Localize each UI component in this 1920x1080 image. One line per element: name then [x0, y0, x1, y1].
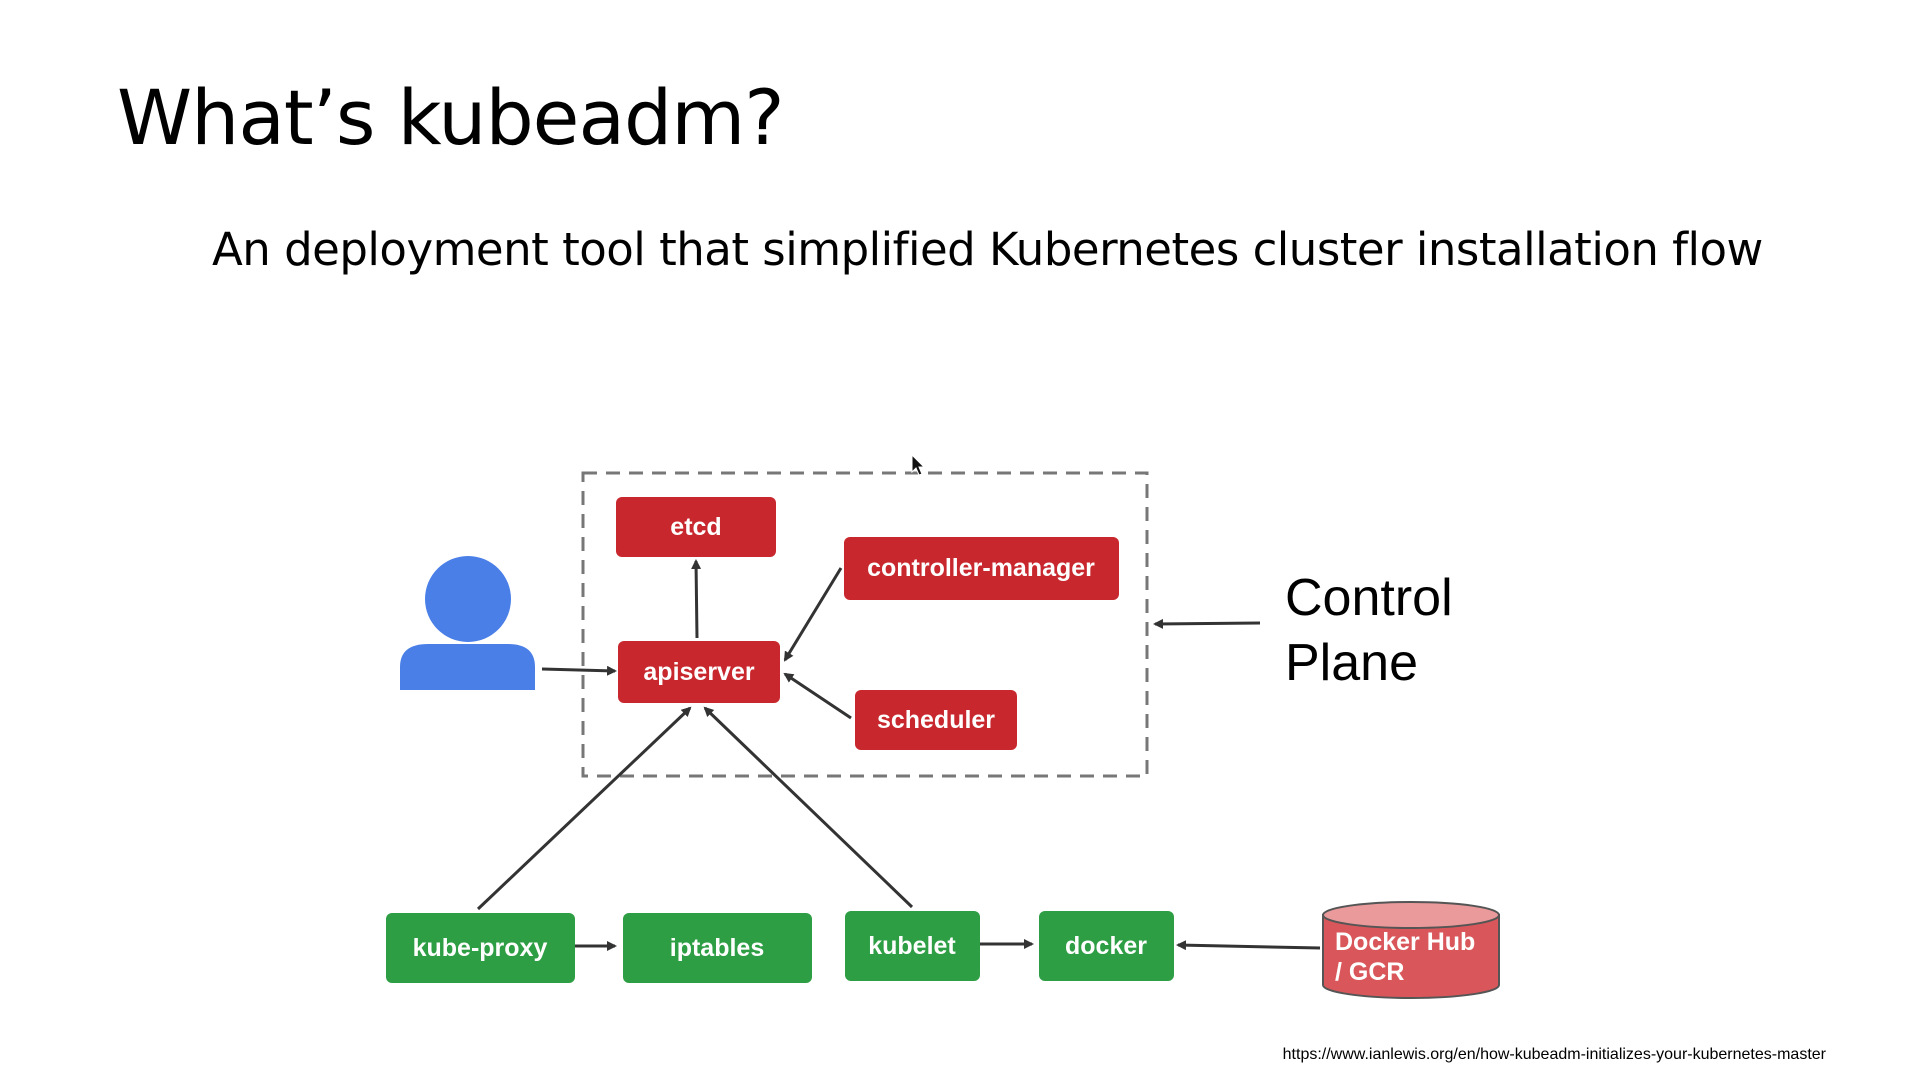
mouse-cursor-icon: [911, 453, 926, 476]
node-controller-manager: controller-manager: [844, 537, 1119, 600]
arrow-scheduler-to-apiserver: [783, 672, 852, 720]
arrow-kube-proxy-to-apiserver: [476, 706, 692, 911]
node-scheduler: scheduler: [855, 690, 1017, 750]
arrow-registry-to-docker: [1176, 940, 1321, 951]
registry-cylinder: Docker Hub / GCR: [1322, 901, 1500, 999]
connectors: [476, 559, 1321, 951]
node-iptables: iptables: [623, 913, 812, 983]
node-docker: docker: [1039, 911, 1174, 981]
node-docker-label: docker: [1065, 932, 1147, 960]
node-controller-manager-label: controller-manager: [867, 554, 1095, 582]
node-kube-proxy-label: kube-proxy: [413, 934, 548, 962]
registry-label-line-2: / GCR: [1335, 958, 1404, 986]
user-icon: [400, 556, 535, 690]
control-plane-boundary: [581, 471, 1149, 778]
arrow-user-to-apiserver: [541, 665, 617, 676]
node-scheduler-label: scheduler: [877, 706, 995, 734]
node-etcd: etcd: [616, 497, 776, 557]
slide-title: What’s kubeadm?: [117, 73, 785, 162]
node-kubelet-label: kubelet: [868, 932, 956, 960]
node-kube-proxy: kube-proxy: [386, 913, 575, 983]
node-apiserver: apiserver: [618, 641, 780, 703]
control-plane-label-line-2: Plane: [1285, 634, 1418, 692]
node-kubelet: kubelet: [845, 911, 980, 981]
node-iptables-label: iptables: [670, 934, 764, 962]
arrow-apiserver-to-etcd: [691, 559, 702, 639]
arrow-kubelet-to-apiserver: [703, 706, 914, 909]
node-apiserver-label: apiserver: [643, 658, 754, 686]
arrow-label-to-control-plane: [1153, 618, 1261, 629]
slide-subtitle: An deployment tool that simplified Kuber…: [212, 223, 1763, 276]
control-plane-label-line-1: Control: [1285, 569, 1453, 627]
source-url: https://www.ianlewis.org/en/how-kubeadm-…: [1282, 1046, 1826, 1063]
arrow-controller-manager-to-apiserver: [783, 567, 843, 662]
node-etcd-label: etcd: [670, 513, 721, 541]
registry-label-line-1: Docker Hub: [1335, 928, 1475, 956]
